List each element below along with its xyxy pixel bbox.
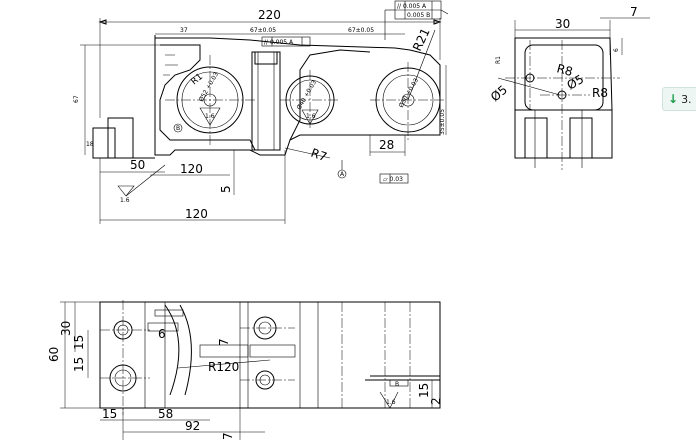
dim-37: 37: [180, 27, 188, 34]
dim-58: 58: [158, 407, 173, 421]
dim-6-side: 6: [613, 48, 620, 52]
dim-120-a: 120: [180, 162, 203, 176]
roughness-bottom: 1.6: [386, 399, 396, 406]
flatness-frame: ▱ 0.03: [383, 176, 403, 183]
down-arrow-icon: ↓: [668, 92, 679, 106]
download-widget-label: 3.: [681, 92, 692, 106]
note-b: B: [395, 381, 399, 388]
roughness-1: 1.6: [205, 113, 215, 120]
dim-7-bottom: 7: [217, 338, 231, 346]
dim-2: 2: [429, 397, 443, 405]
dim-120-b: 120: [185, 207, 208, 221]
datum-b: B: [176, 125, 180, 132]
roughness-3: 1.6: [120, 197, 130, 204]
dia-5-a: Ø5: [488, 83, 510, 105]
dim-15-b: 15: [72, 357, 86, 372]
dim-18: 18: [86, 141, 94, 148]
dim-67: 67: [73, 95, 80, 103]
dim-15-a: 15: [72, 335, 86, 350]
front-view: 220 37 67±0.05 67±0.05 // 0.005 A // 0.0…: [73, 0, 449, 224]
radius-21: R21: [410, 26, 433, 53]
dim-67-b: 67±0.05: [348, 27, 374, 34]
tolerance-frame-top-2: 0.005 B: [407, 12, 430, 19]
side-view: 30 7 R8 R8 Ø5 Ø5 R1 6: [488, 5, 650, 170]
dim-15-c: 15: [102, 407, 117, 421]
radius-8-b: R8: [592, 86, 608, 100]
radius-7: R7: [309, 146, 329, 165]
radius-8-a: R8: [555, 61, 574, 79]
tolerance-frame-top-1: // 0.005 A: [397, 3, 427, 10]
dim-7-b: 7: [221, 432, 235, 440]
dim-30-side: 30: [555, 17, 570, 31]
hole-label-3: Ø30 +0.03: [398, 77, 420, 109]
bottom-view: 1.6 B 60 30 15 15 6 7 R120 15 58 92 7: [47, 300, 443, 440]
radius-1: R1: [190, 72, 206, 87]
dim-67-a: 67±0.05: [250, 27, 276, 34]
dim-6-bottom: 6: [158, 327, 166, 341]
dim-7-side: 7: [630, 5, 638, 19]
download-widget[interactable]: ↓ 3.: [662, 87, 696, 111]
dim-28: 28: [379, 138, 394, 152]
side-label: 35±0.05: [439, 109, 446, 135]
dim-15-right: 15: [417, 383, 431, 398]
datum-a: A: [340, 171, 345, 178]
dim-60: 60: [47, 347, 61, 362]
roughness-2: 1.6: [306, 113, 316, 120]
dim-50: 50: [130, 158, 145, 172]
radius-120: R120: [208, 360, 239, 374]
dim-5: 5: [219, 185, 233, 193]
dim-30-bottom: 30: [59, 321, 73, 336]
dim-r1-side: R1: [495, 56, 502, 64]
dim-220: 220: [258, 8, 281, 22]
hole-label-2: Ø40 +0.03: [296, 79, 318, 111]
dim-92: 92: [185, 419, 200, 433]
